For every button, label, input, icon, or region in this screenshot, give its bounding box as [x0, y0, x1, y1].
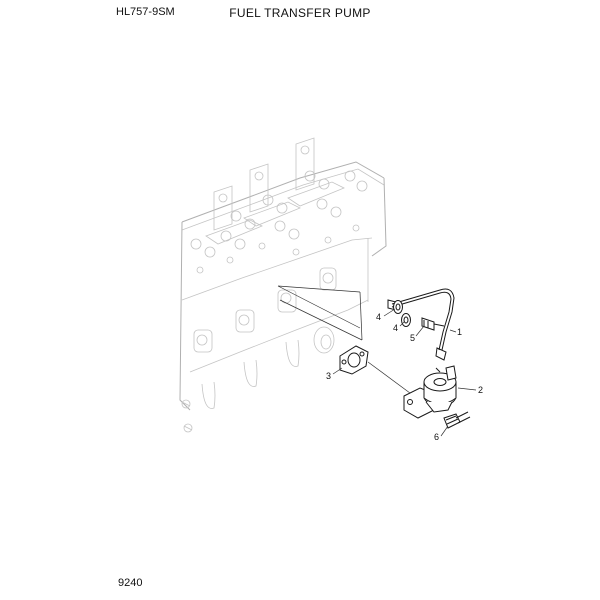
rocker-tower-2 — [243, 163, 301, 227]
callout-5: 5 — [410, 333, 415, 343]
rocker-tower-3 — [287, 137, 345, 207]
callout-4-lower: 4 — [393, 323, 398, 333]
model-code: HL757-9SM — [116, 6, 175, 18]
callout-labels: 1 2 3 4 4 5 6 — [326, 312, 483, 442]
drain-fittings — [181, 399, 193, 433]
pump-mounting-bolt — [443, 411, 471, 429]
rocker-tower-1 — [205, 185, 263, 245]
crank-lobes — [201, 339, 300, 409]
washer-upper — [393, 300, 403, 314]
washer-lower — [401, 313, 411, 327]
leader-lines — [332, 308, 477, 437]
banjo-bolt — [421, 317, 445, 331]
valve-springs — [190, 170, 368, 274]
block-windows — [193, 267, 337, 353]
callout-3: 3 — [326, 371, 331, 381]
pump-mount-boss — [313, 326, 335, 354]
engine-block — [179, 137, 387, 433]
callout-4-upper: 4 — [376, 312, 381, 322]
callout-6: 6 — [434, 432, 439, 442]
fuel-transfer-pump — [403, 365, 457, 419]
pump-gasket — [339, 345, 369, 375]
fuel-pipe — [387, 288, 455, 361]
callout-1: 1 — [457, 327, 462, 337]
page-number: 9240 — [118, 577, 143, 589]
callout-2: 2 — [478, 385, 483, 395]
page-title: FUEL TRANSFER PUMP — [229, 6, 371, 20]
